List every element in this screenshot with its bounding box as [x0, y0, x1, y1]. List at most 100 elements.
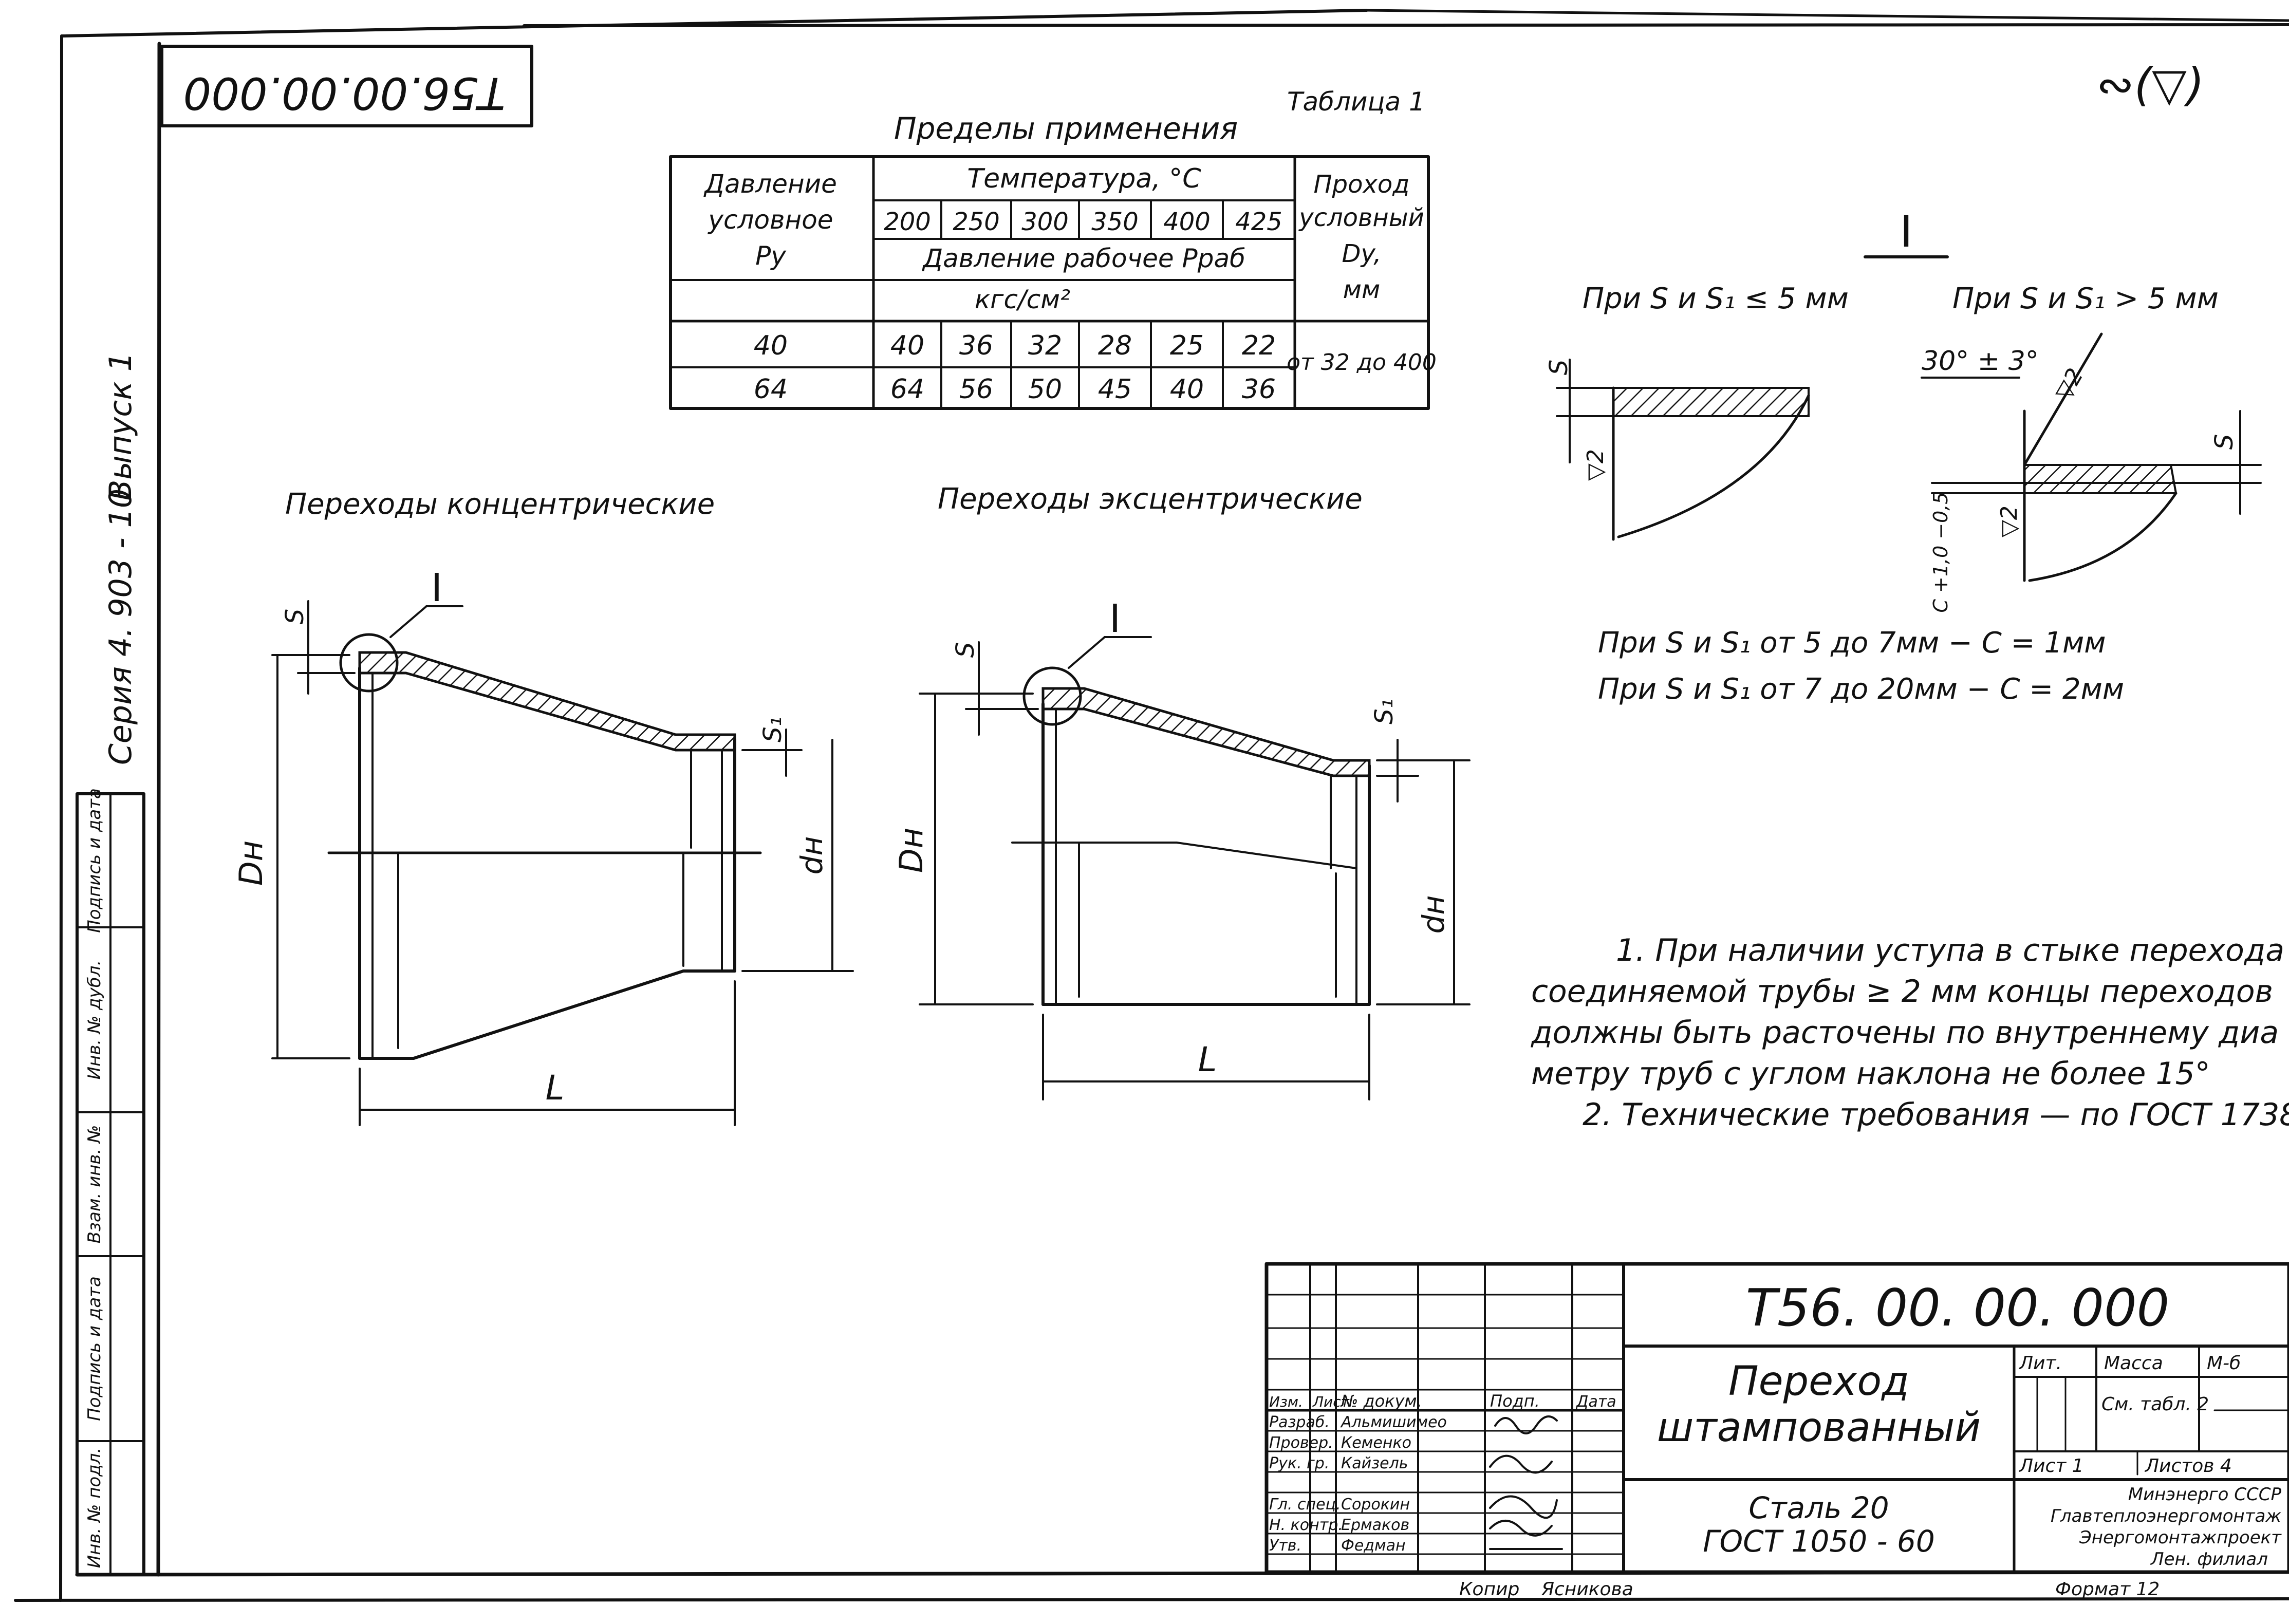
detail-left-caption: При S и S₁ ≤ 5 мм [1583, 282, 1849, 315]
mass-label: Масса [2104, 1353, 2163, 1374]
sheet-label: Лист 1 [2018, 1455, 2084, 1477]
title-number: Т56. 00. 00. 000 [1746, 1278, 2169, 1338]
eccentric-l: L [1198, 1040, 1217, 1079]
hdr-list: Лист [1312, 1393, 1350, 1410]
py-header-3: Ру [755, 241, 787, 271]
detail-roman: I [1900, 206, 1912, 257]
detail-note-2: При S и S₁ от 7 до 20мм − С = 2мм [1598, 673, 2124, 706]
org-line-2: Главтеплоэнергомонтаж [2051, 1506, 2281, 1526]
org-line-4: Лен. филиал [2150, 1549, 2268, 1570]
temperature-header: Температура, °С [967, 163, 1201, 194]
hdr-date: Дата [1575, 1393, 1616, 1411]
detail-right-roughness-top: ▽2 [2050, 364, 2089, 404]
bore-header-2: условный [1298, 203, 1424, 232]
row-40-v6: 22 [1242, 330, 1276, 361]
note-line-1: 1. При наличии уступа в стыке перехода и [1616, 932, 2289, 968]
bore-header-1: Проход [1314, 170, 1410, 199]
detail-bevel-angle: 30° ± 3° [1922, 346, 2039, 377]
note-line-4: метру труб с углом наклона не более 15° [1531, 1056, 2210, 1092]
concentric-title: Переходы концентрические [285, 488, 715, 521]
temp-250: 250 [953, 208, 1000, 236]
stamp-col-1: Инв. № подл. [84, 1448, 105, 1569]
row-40-v4: 28 [1098, 330, 1132, 361]
name-6: Федман [1341, 1537, 1406, 1555]
org-line-3: Энергомонтажпроект [2079, 1527, 2282, 1548]
title-block: Изм. Лист № докум. Подп. Дата Разраб. Ал… [1264, 1262, 2289, 1574]
sheets-label: Листов 4 [2144, 1455, 2232, 1477]
section-detail: I При S и S₁ ≤ 5 мм При S и S₁ > 5 мм S … [1544, 206, 2262, 706]
detail-left-roughness: ▽2 [1583, 449, 1609, 481]
name-5: Ермаков [1341, 1516, 1409, 1534]
eccentric-dn: Dн [892, 828, 930, 873]
detail-right-caption: При S и S₁ > 5 мм [1952, 282, 2219, 315]
row-40-v2: 36 [959, 330, 993, 361]
row-64-py: 64 [754, 374, 788, 405]
detail-note-1: При S и S₁ от 5 до 7мм − С = 1мм [1598, 626, 2106, 660]
title-name-2: штампованный [1657, 1405, 1981, 1451]
eccentric-dn-small: dн [1416, 895, 1451, 934]
detail-right-s: S [2210, 434, 2239, 450]
hdr-doc: № докум. [1340, 1391, 1422, 1411]
py-header-2: условное [707, 205, 833, 235]
row-40-py: 40 [754, 330, 788, 361]
table-caption: Пределы применения [894, 111, 1238, 146]
name-2: Кеменко [1341, 1434, 1411, 1452]
copier-name: Ясникова [1541, 1579, 1633, 1600]
hdr-sign: Подп. [1490, 1391, 1540, 1411]
hdr-izm: Изм. [1269, 1393, 1303, 1410]
stamp-col-2: Подпись и дата [84, 1276, 105, 1421]
title-name-1: Переход [1728, 1358, 1909, 1405]
concentric-s1: S₁ [758, 717, 787, 742]
units-header: кгс/см² [975, 285, 1070, 314]
note-line-3: должны быть расточены по внутреннему диа… [1531, 1015, 2289, 1051]
row-40-v5: 25 [1170, 330, 1204, 361]
concentric-dn-small: dн [794, 836, 829, 875]
temp-200: 200 [884, 208, 931, 236]
stamp-col-5: Подпись и дата [84, 788, 105, 933]
row-64-v4: 45 [1098, 374, 1132, 405]
eccentric-s1: S₁ [1370, 699, 1399, 724]
issue-label: Выпуск 1 [103, 352, 139, 501]
role-6: Утв. [1269, 1537, 1301, 1555]
row-64-v5: 40 [1170, 374, 1204, 405]
format-label: Формат 12 [2055, 1579, 2160, 1600]
roughness-mark: ∾(▽) [2096, 58, 2204, 111]
drawing-number-rotated: Т56.00.00.000 [183, 67, 506, 119]
general-notes: 1. При наличии уступа в стыке перехода и… [1531, 932, 2289, 1133]
lit-label: Лит. [2018, 1353, 2062, 1374]
concentric-s: S [281, 609, 309, 624]
name-4: Сорокин [1341, 1496, 1410, 1514]
material-1: Сталь 20 [1748, 1490, 1889, 1525]
role-1: Разраб. [1269, 1413, 1330, 1431]
stamp-col-4: Инв. № дубл. [84, 960, 105, 1080]
role-3: Рук. гр. [1269, 1454, 1329, 1472]
row-64-v6: 36 [1242, 374, 1276, 405]
stamp-col-3: Взам. инв. № [84, 1125, 105, 1244]
py-header-1: Давление [703, 169, 837, 199]
row-64-v2: 56 [959, 374, 993, 405]
mass-value: См. табл. 2 [2101, 1394, 2209, 1415]
name-1: Альмишимео [1340, 1413, 1447, 1431]
temp-400: 400 [1163, 208, 1211, 236]
role-2: Провер. [1269, 1434, 1333, 1452]
bore-range: от 32 до 400 [1287, 349, 1437, 376]
table-1: Таблица 1 Пределы применения Давление ус… [669, 87, 1437, 410]
temp-350: 350 [1091, 208, 1139, 236]
drawing-number-box-rotated: Т56.00.00.000 [160, 45, 533, 127]
concentric-detail-mark: I [431, 564, 442, 610]
row-64-v3: 50 [1028, 374, 1062, 405]
concentric-dn: Dн [232, 841, 270, 886]
concentric-reducer-view: Переходы концентрические I S S₁ [232, 488, 854, 1126]
sheet-frame [14, 9, 2289, 1602]
scale-label: М-б [2207, 1353, 2241, 1374]
left-stamp-strip: Инв. № подл. Подпись и дата Взам. инв. №… [76, 788, 145, 1576]
eccentric-detail-mark: I [1109, 595, 1121, 641]
material-2: ГОСТ 1050 - 60 [1703, 1524, 1935, 1559]
table-label: Таблица 1 [1287, 87, 1425, 117]
eccentric-s: S [951, 642, 980, 658]
detail-left-s: S [1544, 360, 1573, 375]
row-64-v1: 64 [890, 374, 924, 405]
org-line-1: Минэнерго СССР [2128, 1484, 2282, 1505]
detail-c-tolerance: С +1,0 −0,5 [1929, 492, 1952, 612]
